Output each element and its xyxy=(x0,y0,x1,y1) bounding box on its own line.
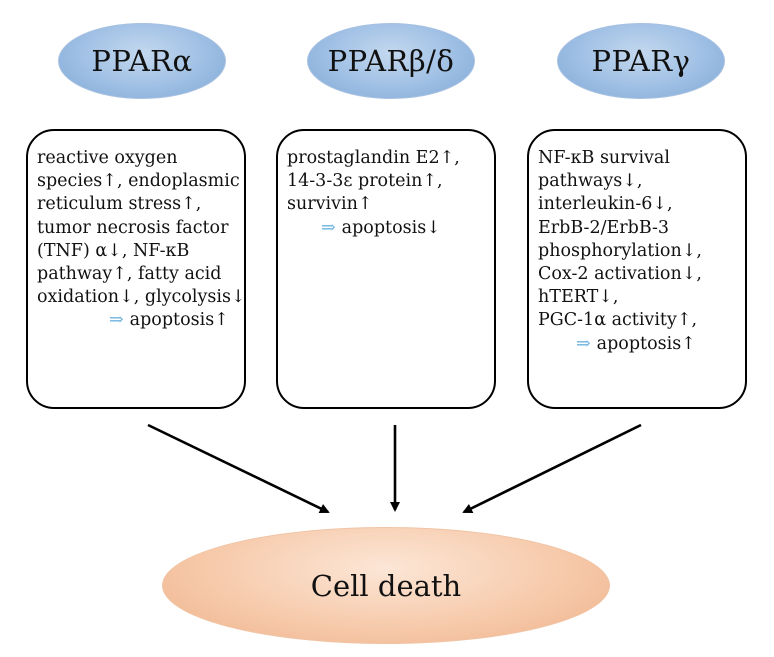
effect-line: NF-κB survival xyxy=(538,148,670,168)
effect-line: ErbB-2/ErbB-3 xyxy=(538,217,670,238)
arrow-gamma-to-cell-death xyxy=(462,423,642,514)
implies-arrow-icon: ⇒ xyxy=(576,333,591,354)
ppar-alpha-effects-box: reactive oxygen species↑, endoplasmic re… xyxy=(26,129,246,409)
ppar-alpha-result: ⇒apoptosis↑ xyxy=(37,309,240,332)
effect-line: (TNF) α↓, NF-κB xyxy=(37,240,190,261)
receptor-ppar-gamma-label: PPARγ xyxy=(591,44,691,78)
ppar-gamma-effects-box: NF-κB survival pathways↓, interleukin-6↓… xyxy=(527,129,747,409)
receptor-ppar-beta-delta-label: PPARβ/δ xyxy=(327,44,455,78)
effect-line: reticulum stress↑, xyxy=(37,194,202,215)
receptor-ppar-alpha: PPARα xyxy=(58,23,226,99)
effect-line: pathways↓, xyxy=(538,171,643,192)
receptor-ppar-alpha-label: PPARα xyxy=(91,44,193,78)
effect-line: reactive oxygen xyxy=(37,148,178,168)
ppar-beta-delta-result-text: apoptosis↓ xyxy=(341,217,441,238)
effect-line: species↑, endoplasmic xyxy=(37,171,240,192)
ppar-gamma-result-text: apoptosis↑ xyxy=(596,333,696,354)
effect-line: phosphorylation↓, xyxy=(538,240,702,261)
ppar-alpha-result-text: apoptosis↑ xyxy=(129,310,229,331)
receptor-ppar-gamma: PPARγ xyxy=(557,23,725,99)
effect-line: tumor necrosis factor xyxy=(37,217,229,238)
ppar-gamma-result: ⇒apoptosis↑ xyxy=(538,333,741,356)
implies-arrow-icon: ⇒ xyxy=(109,310,124,331)
effect-line: prostaglandin E2↑, xyxy=(287,148,460,168)
effect-line: 14-3-3ε protein↑, xyxy=(287,171,443,192)
implies-arrow-icon: ⇒ xyxy=(321,217,336,238)
effect-line: interleukin-6↓, xyxy=(538,194,673,215)
effect-line: pathway↑, fatty acid xyxy=(37,264,222,285)
effect-line: Cox-2 activation↓, xyxy=(538,264,702,285)
cell-death-label: Cell death xyxy=(310,568,462,603)
effect-line: hTERT↓, xyxy=(538,287,619,308)
cell-death-node: Cell death xyxy=(162,527,610,644)
arrow-alpha-to-cell-death xyxy=(147,423,330,514)
effect-line: oxidation↓, glycolysis↓ xyxy=(37,287,246,308)
ppar-beta-delta-effects-box: prostaglandin E2↑, 14-3-3ε protein↑, sur… xyxy=(276,129,496,409)
receptor-ppar-beta-delta: PPARβ/δ xyxy=(307,23,475,99)
ppar-beta-delta-result: ⇒apoptosis↓ xyxy=(287,217,490,240)
effect-line: PGC-1α activity↑, xyxy=(538,310,698,331)
effect-line: survivin↑ xyxy=(287,194,373,215)
